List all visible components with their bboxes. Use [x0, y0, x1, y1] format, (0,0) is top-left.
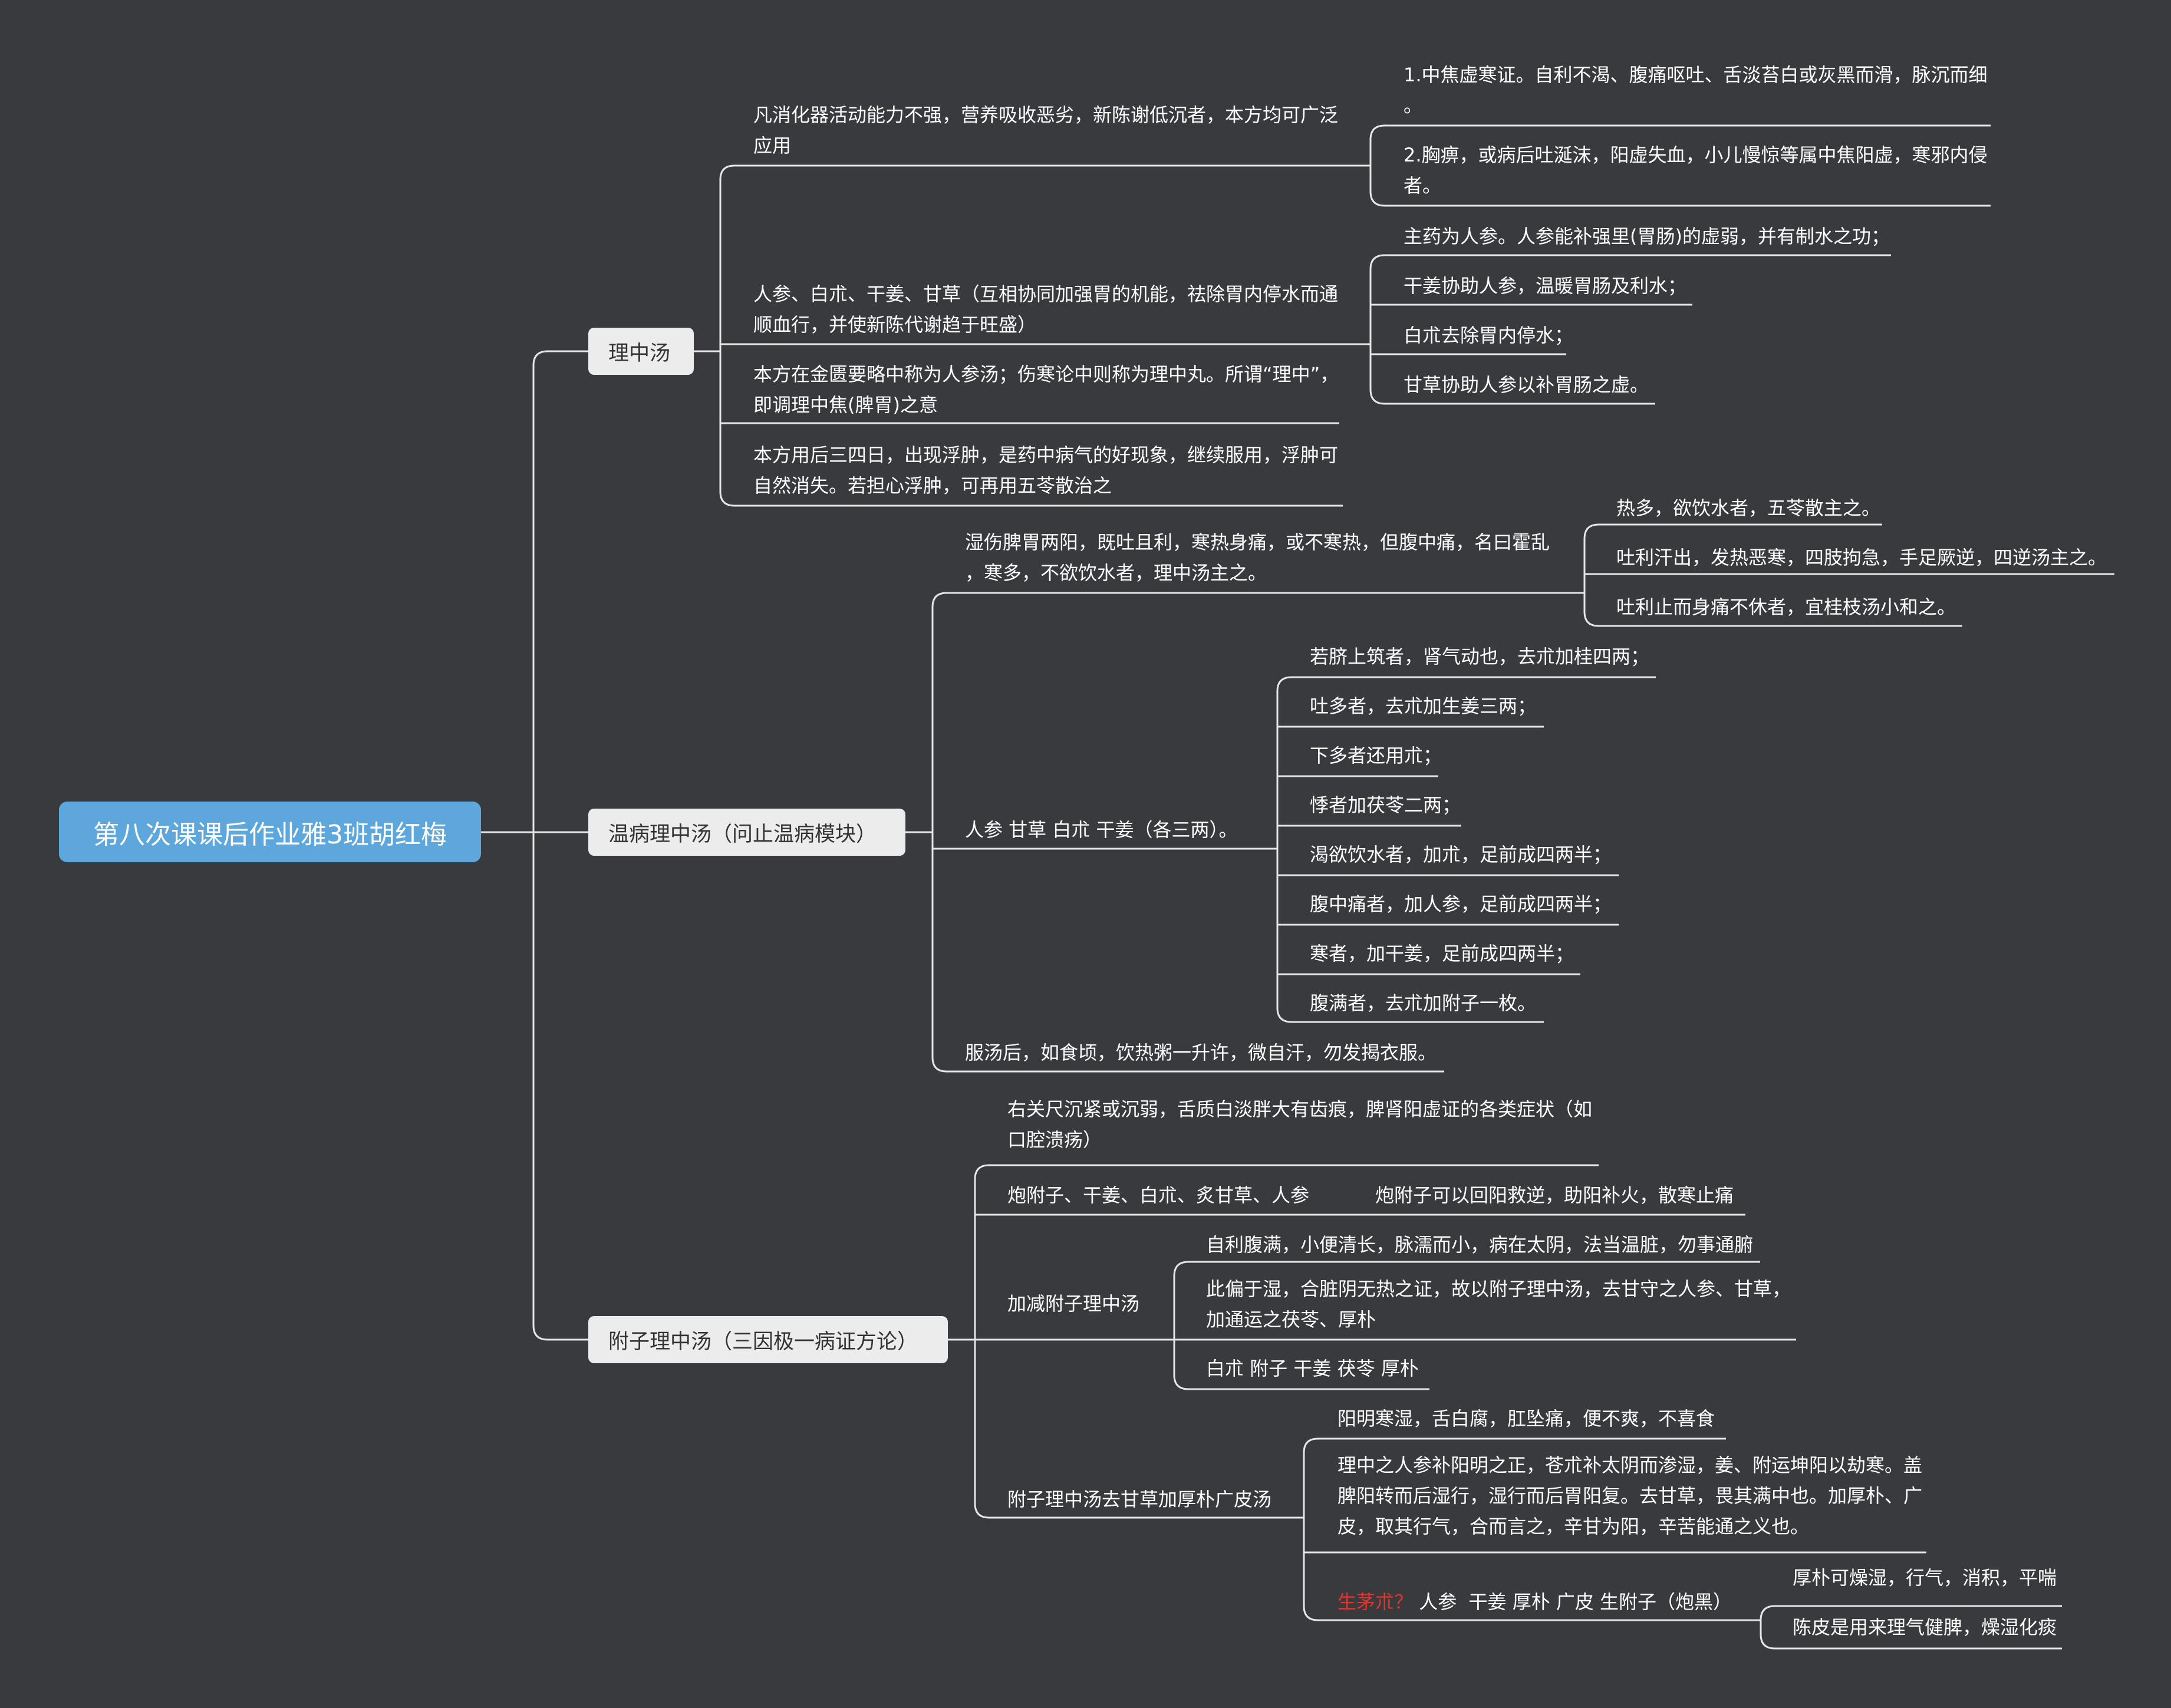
lz-indication-2[interactable]: 2.胸痹，或病后吐涎沫，阳虚失血，小儿慢惊等属中焦阳虚，寒邪内侵 者。 — [1404, 144, 1988, 197]
lz-herb-role-4[interactable]: 甘草协助人参以补胃肠之虚。 — [1404, 374, 1649, 396]
wb-modification-6[interactable]: 腹中痛者，加人参，足前成四两半； — [1310, 893, 1612, 915]
fz-symptoms[interactable]: 右关尺沉紧或沉弱，舌质白淡胖大有齿痕，脾肾阳虚证的各类症状（如 口腔溃疡） — [1007, 1098, 1593, 1151]
wb-modification-3[interactable]: 下多者还用朮； — [1310, 744, 1442, 767]
wb-modification-4[interactable]: 悸者加茯苓二两； — [1310, 794, 1461, 816]
wb-condition-2[interactable]: 吐利汗出，发热恶寒，四肢拘急，手足厥逆，四逆汤主之。 — [1616, 546, 2107, 569]
lz-name-note[interactable]: 本方在金匮要略中称为人参汤；伤寒论中则称为理中丸。所谓“理中”， 即调理中焦(脾… — [753, 363, 1339, 416]
wb-herbs[interactable]: 人参 甘草 白朮 干姜（各三两）。 — [965, 819, 1238, 841]
lz-herb-role-3[interactable]: 白朮去除胃内停水； — [1404, 324, 1574, 347]
wb-condition[interactable]: 湿伤脾胃两阳，既吐且利，寒热身痛，或不寒热，但腹中痛，名曰霍乱 ，寒多，不欲饮水… — [965, 531, 1550, 584]
branch-lizhong-tang[interactable]: 理中汤 — [588, 328, 694, 375]
lz-herb-role-1[interactable]: 主药为人参。人参能补强里(胃肠)的虚弱，并有制水之功； — [1404, 225, 1890, 248]
branch-fuzi-lizhong-tang[interactable]: 附子理中汤（三因极一病证方论） — [588, 1316, 948, 1363]
lz-herb-role-2[interactable]: 干姜协助人参，温暖胃肠及利水； — [1404, 275, 1687, 297]
branch-wenbing-lizhong-tang[interactable]: 温病理中汤（问止温病模块） — [588, 809, 905, 856]
fz-qu-3-herbs: 人参 干姜 厚朴 广皮 生附子（炮黑） — [1413, 1591, 1732, 1613]
wb-condition-3[interactable]: 吐利止而身痛不休者，宜桂枝汤小和之。 — [1616, 596, 1956, 618]
root-topic[interactable]: 第八次课课后作业雅3班胡红梅 — [59, 802, 481, 862]
wb-after-dosing[interactable]: 服汤后，如食顷，饮热粥一升许，微自汗，勿发揭衣服。 — [965, 1041, 1437, 1064]
fz-qu-1[interactable]: 阳明寒湿，舌白腐，肛坠痛，便不爽，不喜食 — [1337, 1407, 1715, 1430]
fz-qu-3[interactable]: 生茅朮？ 人参 干姜 厚朴 广皮 生附子（炮黑） — [1337, 1587, 1732, 1617]
fz-qu-gancao[interactable]: 附子理中汤去甘草加厚朴广皮汤 — [1007, 1488, 1272, 1511]
fz-qu-2[interactable]: 理中之人参补阳明之正，苍朮补太阴而渗湿，姜、附运坤阳以劫寒。盖 脾阳转而后湿行，… — [1337, 1454, 1923, 1538]
wb-modification-5[interactable]: 渴欲饮水者，加朮，足前成四两半； — [1310, 843, 1612, 866]
fz-jiajian[interactable]: 加减附子理中汤 — [1007, 1292, 1140, 1315]
wb-condition-1[interactable]: 热多，欲饮水者，五苓散主之。 — [1616, 497, 1881, 519]
lz-after-note[interactable]: 本方用后三四日，出现浮肿，是药中病气的好现象，继续服用，浮肿可 自然消失。若担心… — [753, 444, 1339, 497]
wb-modification-1[interactable]: 若脐上筑者，肾气动也，去朮加桂四两； — [1310, 645, 1650, 668]
fz-jiajian-3[interactable]: 白朮 附子 干姜 茯苓 厚朴 — [1206, 1357, 1419, 1380]
wb-modification-7[interactable]: 寒者，加干姜，足前成四两半； — [1310, 942, 1574, 965]
lz-herbs[interactable]: 人参、白朮、干姜、甘草（互相协同加强胃的机能，祛除胃内停水而通 顺血行，并使新陈… — [753, 283, 1339, 336]
lz-indications[interactable]: 凡消化器活动能力不强，营养吸收恶劣，新陈谢低沉者，本方均可广泛 应用 — [753, 104, 1339, 157]
wb-modification-2[interactable]: 吐多者，去朮加生姜三两； — [1310, 695, 1537, 717]
fz-herbs-note[interactable]: 炮附子可以回阳救逆，助阳补火，散寒止痛 — [1375, 1184, 1734, 1206]
fz-jiajian-2[interactable]: 此偏于湿，合脏阴无热之证，故以附子理中汤，去甘守之人参、甘草， 加通运之茯苓、厚… — [1206, 1278, 1791, 1331]
wb-modification-8[interactable]: 腹满者，去朮加附子一枚。 — [1310, 992, 1537, 1014]
fz-herbs[interactable]: 炮附子、干姜、白朮、炙甘草、人参 — [1007, 1184, 1310, 1206]
fz-pi-1[interactable]: 厚朴可燥湿，行气，消积，平喘 — [1793, 1567, 2057, 1589]
fz-qu-3-question: 生茅朮？ — [1337, 1591, 1414, 1613]
lz-indication-1[interactable]: 1.中焦虚寒证。自利不渴、腹痛呕吐、舌淡苔白或灰黑而滑，脉沉而细 。 — [1404, 64, 1988, 117]
fz-jiajian-1[interactable]: 自利腹满，小便清长，脉濡而小，病在太阴，法当温脏，勿事通腑 — [1206, 1234, 1754, 1256]
fz-pi-2[interactable]: 陈皮是用来理气健脾，燥湿化痰 — [1793, 1616, 2057, 1638]
